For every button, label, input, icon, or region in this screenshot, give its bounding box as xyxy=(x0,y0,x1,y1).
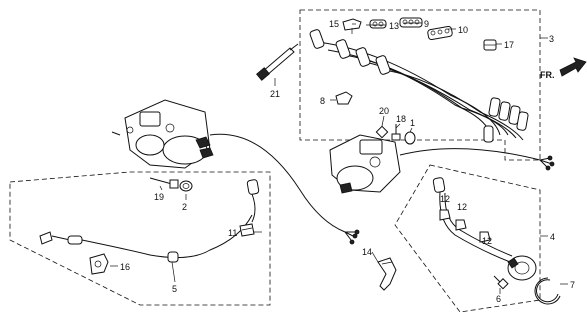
callout-20: 20 xyxy=(379,106,389,116)
wire-clip-12a xyxy=(439,209,451,221)
collar-2 xyxy=(179,180,193,192)
callout-12-c: 12 xyxy=(482,236,492,246)
bolt-19 xyxy=(149,177,179,189)
distributor-cable-left xyxy=(209,133,346,233)
wire-clip-12b xyxy=(455,219,467,231)
callout-19: 19 xyxy=(154,192,164,202)
wire-clamp-17 xyxy=(483,39,497,51)
callout-10: 10 xyxy=(458,25,468,35)
callout-12-b: 12 xyxy=(457,202,467,212)
callout-5: 5 xyxy=(172,284,177,294)
o-ring-1 xyxy=(404,131,416,145)
wire-holder-13 xyxy=(369,19,387,29)
group-outline-ignition-wires xyxy=(299,9,541,161)
callout-9: 9 xyxy=(424,19,429,29)
callout-15: 15 xyxy=(329,19,339,29)
ignition-coil-wire xyxy=(39,179,260,263)
spark-plug xyxy=(256,43,299,81)
callout-13: 13 xyxy=(389,21,399,31)
callout-14: 14 xyxy=(362,247,372,257)
group-outline-pulse-generator xyxy=(394,164,541,313)
callout-3: 3 xyxy=(549,34,554,44)
callout-12-a: 12 xyxy=(440,194,450,204)
group-outline-coil-wire xyxy=(9,171,271,306)
clamp-16 xyxy=(89,253,109,275)
pulse-generator-assembly xyxy=(432,177,537,281)
bracket-14 xyxy=(377,257,397,291)
front-direction-label: FR. xyxy=(540,70,555,80)
distributor-cable-center xyxy=(399,148,541,161)
distributor-assembly-left xyxy=(111,99,214,169)
callout-17: 17 xyxy=(504,40,514,50)
callout-21: 21 xyxy=(270,89,280,99)
callout-11: 11 xyxy=(228,228,237,238)
screw-18 xyxy=(391,124,401,141)
clip-8 xyxy=(335,91,353,105)
screw-6 xyxy=(493,275,509,290)
callout-8: 8 xyxy=(320,96,325,106)
callout-6: 6 xyxy=(496,294,501,304)
wire-holder-15 xyxy=(342,18,362,34)
clamp-11 xyxy=(239,223,255,237)
callout-16: 16 xyxy=(120,262,130,272)
callout-1: 1 xyxy=(410,118,415,128)
callout-18: 18 xyxy=(396,114,406,124)
snap-ring-7 xyxy=(534,277,561,305)
ignition-wire-set xyxy=(309,29,529,143)
distributor-assembly-center xyxy=(329,134,401,194)
wire-holder-9 xyxy=(399,17,423,28)
callout-7: 7 xyxy=(570,280,575,290)
callout-2: 2 xyxy=(182,202,187,212)
front-direction-arrow: FR. xyxy=(540,57,587,80)
callout-labels: 15 13 9 10 17 3 21 8 20 18 1 19 2 11 16 … xyxy=(120,19,575,304)
wire-clip-12c xyxy=(479,231,491,243)
washer-20 xyxy=(375,125,389,139)
leader-lines xyxy=(110,22,568,294)
callout-4: 4 xyxy=(550,232,555,242)
wire-holder-10 xyxy=(427,25,453,41)
